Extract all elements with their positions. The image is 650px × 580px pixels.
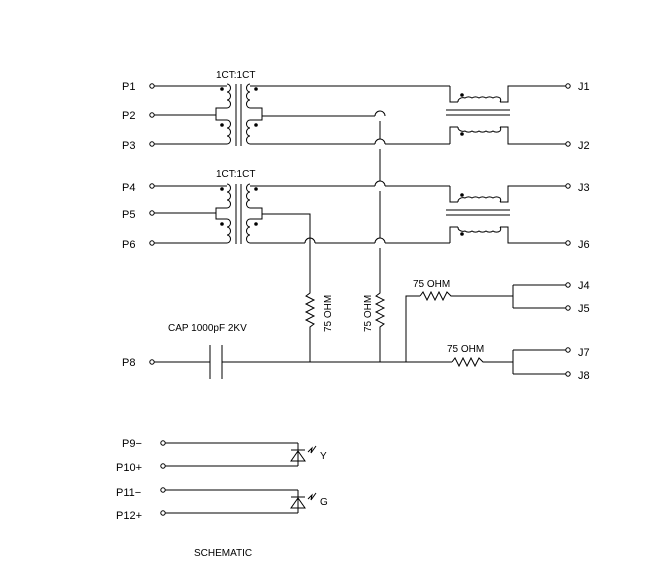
resistor-label-j7-j8: 75 OHM — [447, 344, 484, 355]
polarity-dot — [220, 222, 224, 226]
led-green-emission-arrow — [307, 492, 317, 501]
pin-label-j1: J1 — [578, 81, 590, 93]
terminal-j1 — [565, 83, 571, 89]
polarity-dot — [220, 87, 224, 91]
polarity-dot — [220, 123, 224, 127]
pin-label-p4: P4 — [122, 182, 135, 194]
schematic-caption: SCHEMATIC — [194, 548, 252, 559]
capacitor-1000pf — [209, 345, 223, 379]
transformer-2-secondary-coil — [246, 183, 251, 244]
terminal-j5 — [565, 305, 571, 311]
pin-label-p9: P9− — [122, 438, 142, 450]
terminal-p9 — [160, 440, 166, 446]
resistor-label-j4-j5: 75 OHM — [413, 279, 450, 290]
led-yellow-emission-arrow — [307, 445, 317, 454]
terminal-j7 — [565, 347, 571, 353]
terminal-p5 — [149, 210, 155, 216]
led-label-y: Y — [320, 451, 327, 462]
polarity-dot — [460, 93, 464, 97]
pin-label-p6: P6 — [122, 239, 135, 251]
pin-label-j6: J6 — [578, 239, 590, 251]
terminal-p11 — [160, 487, 166, 493]
terminal-p2 — [149, 112, 155, 118]
terminals — [149, 83, 571, 377]
capacitor-label: CAP 1000pF 2KV — [168, 323, 247, 334]
transformer-ratio-label-1: 1CT:1CT — [216, 70, 255, 81]
shunt-resistor-1 — [304, 290, 316, 362]
pin-label-j4: J4 — [578, 280, 590, 292]
pin-label-p1: P1 — [122, 81, 135, 93]
terminal-j8 — [565, 371, 571, 377]
resistor-branch-j4-j5 — [405, 284, 568, 362]
led-label-g: G — [320, 497, 328, 508]
terminal-p6 — [149, 240, 155, 246]
pin-label-p12: P12+ — [116, 510, 142, 522]
pin-label-j5: J5 — [578, 303, 590, 315]
terminal-p10 — [160, 463, 166, 469]
transformer-1-primary-coil — [226, 83, 231, 145]
pin-label-p5: P5 — [122, 209, 135, 221]
right-pin-labels: J1 J2 J3 J6 J4 J5 J7 J8 — [578, 81, 590, 382]
secondary-wiring — [250, 85, 568, 290]
transformer-2 — [220, 183, 258, 244]
common-mode-choke-1 — [446, 93, 510, 136]
resistor-label-shunt-1: 75 OHM — [323, 295, 334, 332]
resistor-branch-j7-j8 — [451, 349, 568, 375]
terminal-p12 — [160, 510, 166, 516]
polarity-dot — [254, 87, 258, 91]
pin-label-p10: P10+ — [116, 462, 142, 474]
left-pin-labels: P1 P2 P3 P4 P5 P6 P8 — [122, 81, 135, 369]
terminal-p4 — [149, 183, 155, 189]
terminal-j2 — [565, 141, 571, 147]
pin-label-p2: P2 — [122, 110, 135, 122]
terminal-p3 — [149, 141, 155, 147]
pin-label-p3: P3 — [122, 140, 135, 152]
polarity-dot — [254, 187, 258, 191]
terminal-p8 — [149, 359, 155, 365]
terminal-j6 — [565, 240, 571, 246]
pin-label-j8: J8 — [578, 370, 590, 382]
transformer-1 — [220, 83, 258, 146]
pin-label-j7: J7 — [578, 347, 590, 359]
pin-label-p11: P11− — [116, 487, 141, 499]
transformer-1-secondary-coil — [246, 83, 251, 145]
resistor-label-shunt-2: 75 OHM — [363, 295, 374, 332]
pin-label-j2: J2 — [578, 140, 590, 152]
transformer-2-primary-coil — [226, 183, 231, 244]
terminal-j3 — [565, 183, 571, 189]
transformer-ratio-label-2: 1CT:1CT — [216, 169, 255, 180]
shunt-resistor-2 — [374, 121, 386, 362]
polarity-dot — [460, 193, 464, 197]
polarity-dot — [460, 232, 464, 236]
polarity-dot — [460, 132, 464, 136]
pin-label-j3: J3 — [578, 182, 590, 194]
pin-label-p8: P8 — [122, 357, 135, 369]
primary-wiring — [152, 85, 227, 244]
led-green — [160, 487, 317, 516]
polarity-dot — [254, 222, 258, 226]
led-pin-labels: P9− P10+ P11− P12+ — [116, 438, 142, 522]
common-mode-choke-2 — [446, 193, 510, 236]
terminal-p1 — [149, 83, 155, 89]
led-yellow — [160, 440, 317, 469]
polarity-dot — [220, 187, 224, 191]
terminal-j4 — [565, 282, 571, 288]
polarity-dot — [254, 123, 258, 127]
